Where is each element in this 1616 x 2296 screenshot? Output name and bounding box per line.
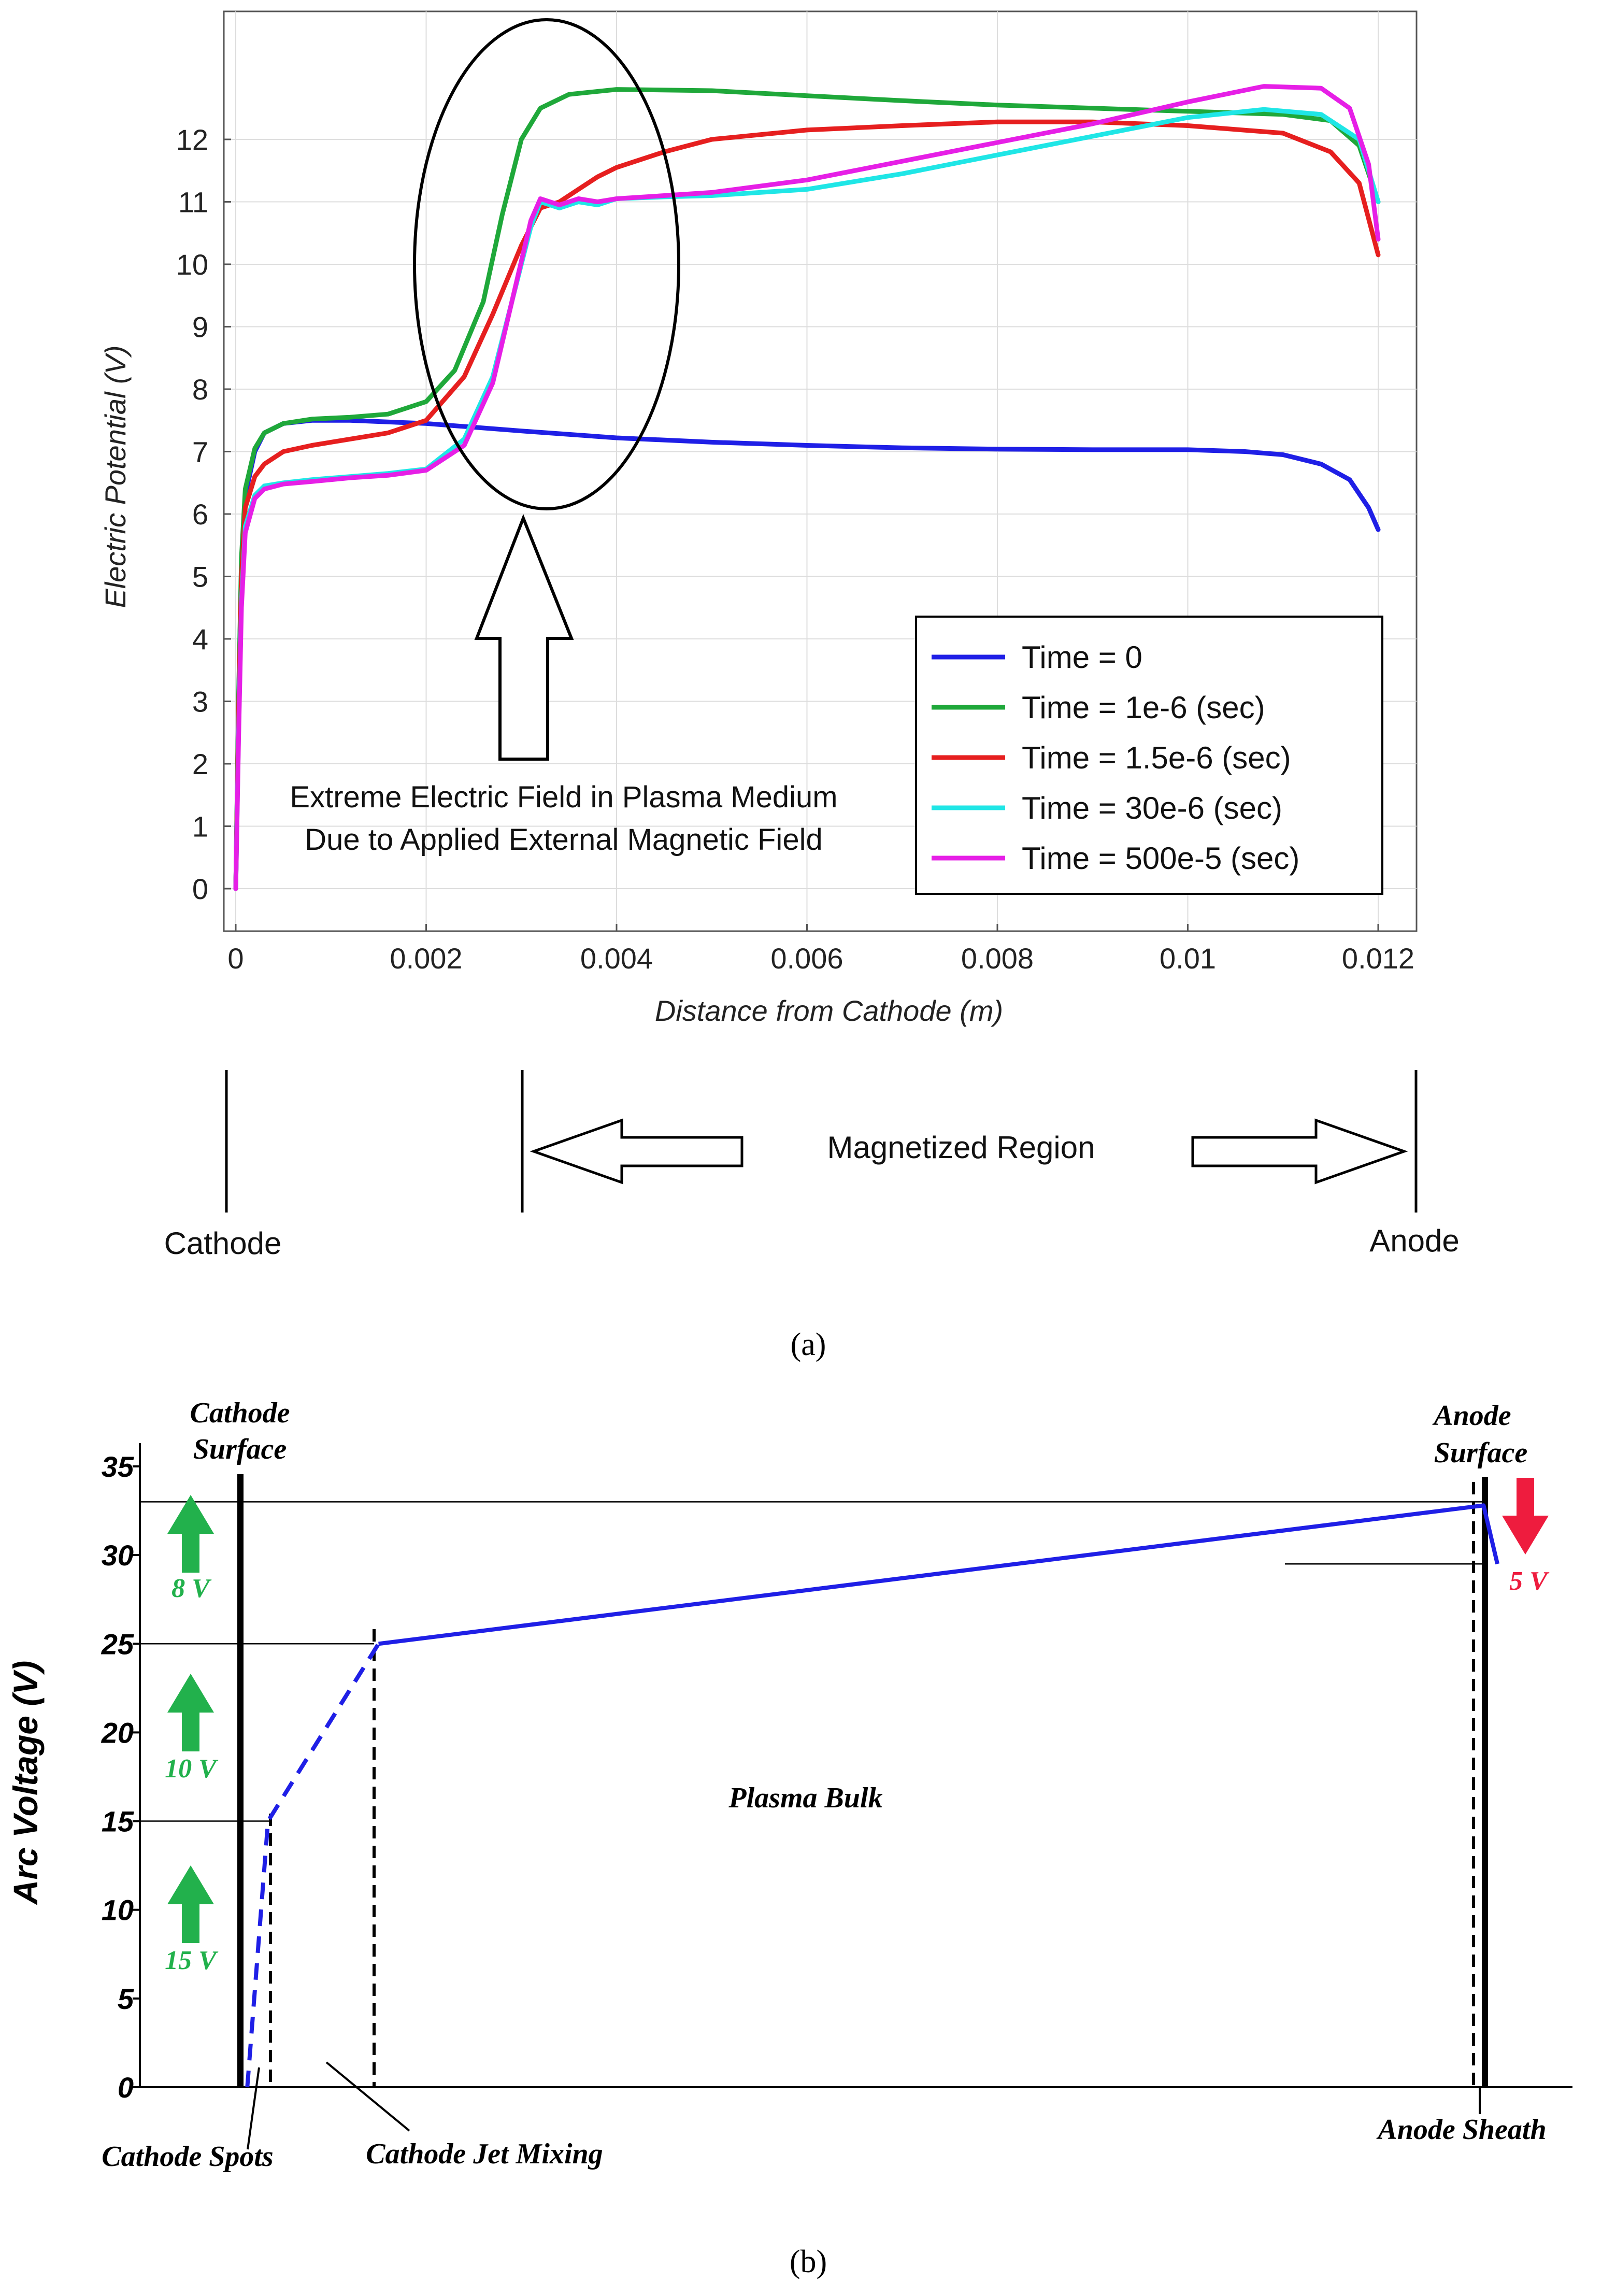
cathode-jet-leader [325, 2061, 410, 2132]
left-arrow-icon [530, 1118, 743, 1185]
cathode-spots-label: Cathode Spots [102, 2141, 273, 2173]
annotation-line-1: Extreme Electric Field in Plasma Medium [290, 780, 837, 814]
magnetized-region-label: Magnetized Region [827, 1130, 1095, 1165]
y-tick-label: 5 [118, 1983, 134, 2015]
y-tick-label: 10 [176, 248, 208, 281]
drop-label-15v: 15 V [165, 1946, 219, 1975]
legend-label-4: Time = 500e-5 (sec) [1022, 841, 1299, 876]
cathode-surface-label-2: Surface [193, 1433, 287, 1465]
reference-levels-b [140, 1501, 1485, 1822]
series-line-1 [233, 87, 1381, 891]
x-tick-label: 0.01 [1160, 942, 1216, 975]
x-ticks-a: 0 0.002 0.004 0.006 0.008 0.01 0.012 [227, 924, 1414, 975]
y-tick-label: 30 [102, 1539, 134, 1572]
y-tick-label: 35 [102, 1450, 134, 1483]
anode-surface-label-2: Surface [1434, 1437, 1527, 1469]
y-tick-label: 4 [192, 623, 208, 655]
caption-a: (a) [791, 1327, 826, 1362]
x-tick-label: 0.008 [961, 942, 1034, 975]
x-tick-label: 0.012 [1342, 942, 1414, 975]
y-tick-label: 0 [118, 2071, 134, 2104]
panel-b: 0 5 10 15 20 25 30 35 Arc Voltage (V) Cathode S… [6, 1397, 1572, 2279]
x-tick-label: 0.004 [580, 942, 653, 975]
annotation-ellipse [413, 18, 680, 510]
y-ticks-b: 0 5 10 15 20 25 30 35 [101, 1450, 140, 2104]
cathode-surface-label-1: Cathode [190, 1397, 290, 1429]
green-up-arrow-icon [167, 1865, 214, 1943]
y-tick-label: 9 [192, 311, 208, 344]
annotation-line-2: Due to Applied External Magnetic Field [305, 823, 822, 857]
y-tick-label: 3 [192, 686, 208, 718]
right-arrow-icon [1191, 1118, 1408, 1185]
drop-label-10v: 10 V [165, 1754, 219, 1784]
legend-a: Time = 0 Time = 1e-6 (sec) Time = 1.5e-6 (… [915, 616, 1383, 895]
legend-label-0: Time = 0 [1022, 640, 1142, 675]
y-tick-label: 11 [178, 186, 208, 219]
y-tick-label: 8 [192, 373, 208, 406]
y-tick-label: 2 [192, 748, 208, 780]
series-b [245, 1503, 1499, 2088]
y-tick-label: 15 [102, 1805, 134, 1838]
cathode-spots-leader [247, 2067, 260, 2150]
green-up-arrow-icon [167, 1674, 214, 1751]
y-axis-label-b: Arc Voltage (V) [6, 1661, 45, 1906]
y-tick-label: 6 [192, 498, 208, 531]
x-axis-label-a: Distance from Cathode (m) [655, 994, 1003, 1027]
drop-label-8v: 8 V [171, 1574, 212, 1603]
green-up-arrow-icon [167, 1495, 214, 1573]
anode-sheath-label: Anode Sheath [1376, 2114, 1546, 2146]
y-tick-label: 25 [101, 1628, 134, 1660]
anode-surface-label-1: Anode [1432, 1400, 1511, 1432]
cathode-jet-mixing-label: Cathode Jet Mixing [366, 2138, 603, 2170]
plasma-bulk-label: Plasma Bulk [728, 1782, 882, 1814]
x-tick-label: 0.002 [390, 942, 462, 975]
y-tick-label: 1 [192, 810, 208, 843]
legend-label-1: Time = 1e-6 (sec) [1022, 690, 1265, 725]
legend-entries: Time = 0 Time = 1e-6 (sec) Time = 1.5e-6 (… [932, 640, 1299, 876]
drop-label-5v: 5 V [1509, 1566, 1550, 1596]
caption-b: (b) [790, 2244, 827, 2279]
voltage-curve-solid [378, 1503, 1499, 1646]
legend-label-2: Time = 1.5e-6 (sec) [1022, 740, 1291, 775]
y-tick-label: 7 [192, 436, 208, 468]
up-arrow-icon [474, 514, 574, 761]
y-tick-label: 0 [192, 873, 208, 905]
x-tick-label: 0.006 [770, 942, 843, 975]
y-axis-label-a: Electric Potential (V) [99, 345, 132, 608]
red-down-arrow-icon [1502, 1478, 1549, 1555]
legend-label-3: Time = 30e-6 (sec) [1022, 791, 1282, 825]
y-tick-label: 5 [192, 561, 208, 593]
y-tick-label: 20 [101, 1716, 134, 1749]
voltage-curve-dashed [245, 1643, 380, 2088]
series-a [233, 84, 1381, 891]
x-tick-label: 0 [227, 942, 244, 975]
series-line-4 [233, 84, 1381, 891]
y-tick-label: 12 [176, 123, 208, 156]
y-tick-label: 10 [102, 1894, 134, 1927]
cathode-label: Cathode [164, 1226, 282, 1261]
anode-label: Anode [1369, 1223, 1460, 1258]
